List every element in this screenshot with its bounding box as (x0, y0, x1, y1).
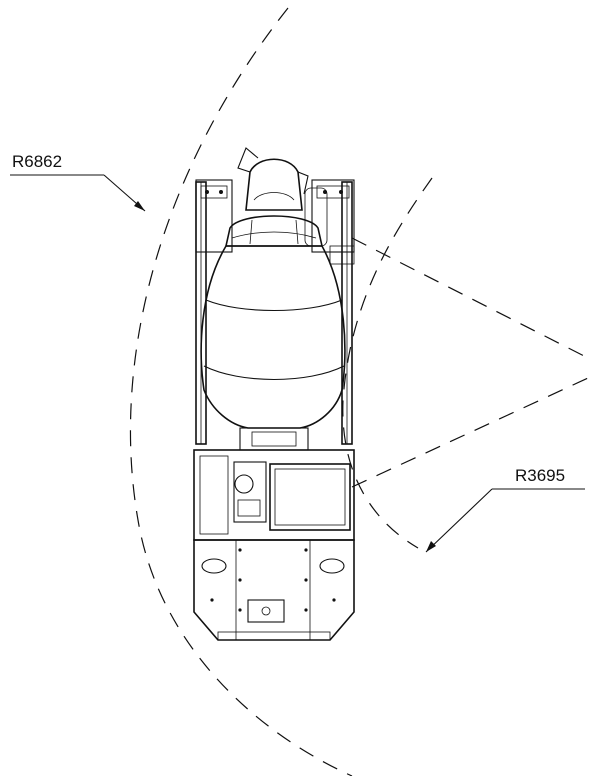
front-left-fastener-2 (219, 190, 223, 194)
inner-radius-arc (342, 177, 433, 549)
front-left-box (195, 179, 233, 253)
engine-pulley (234, 474, 254, 494)
hopper-wing-left (237, 147, 259, 173)
outer-radius-callout: R6862 (10, 152, 146, 212)
drum-band-upper (205, 299, 343, 312)
left-side-panel (199, 455, 229, 535)
drum-drive-housing (239, 427, 309, 451)
inner-radius-leader (425, 488, 493, 553)
drum-neck-rib-1 (249, 219, 253, 245)
rear-right-light (319, 558, 345, 574)
front-right-fastener-2 (339, 190, 343, 194)
rear-fasteners (210, 548, 336, 612)
rear-bumper (217, 631, 331, 641)
rear-center-plate (247, 599, 285, 623)
inner-radius-arrowhead (426, 541, 436, 552)
front-left-box-panel (200, 185, 228, 199)
rear-tow-hitch (261, 606, 271, 616)
front-left-fastener (205, 190, 209, 194)
charging-hopper (245, 158, 303, 211)
mixer-drum (200, 245, 346, 429)
front-right-bracket (329, 245, 355, 265)
inner-radius-label: R3695 (515, 466, 565, 485)
water-tank (269, 463, 351, 531)
hopper-inner (253, 192, 295, 201)
front-right-box (311, 179, 355, 253)
drum-band-lower (203, 365, 345, 380)
drum-neck-rib-2 (295, 219, 299, 245)
front-right-pipe-bundle (304, 187, 328, 247)
mixer-truck-top-view (193, 147, 355, 641)
engine-block (233, 461, 267, 523)
hopper-wing-right (297, 171, 309, 195)
radial-line-lower (351, 377, 589, 488)
water-tank-inner (274, 468, 346, 526)
outer-radius-arc (129, 7, 353, 776)
drum-neck (225, 215, 323, 247)
inner-radius-callout: R3695 (425, 466, 585, 553)
engine-detail (237, 499, 261, 517)
outer-radius-label: R6862 (12, 152, 62, 171)
outer-radius-arrowhead (134, 201, 145, 211)
radial-line-upper (351, 237, 589, 359)
rear-left-light (201, 558, 227, 574)
drum-neck-ring (231, 231, 317, 239)
front-right-box-panel (316, 185, 350, 199)
drum-drive-flange (251, 431, 297, 447)
rear-body (193, 539, 355, 641)
